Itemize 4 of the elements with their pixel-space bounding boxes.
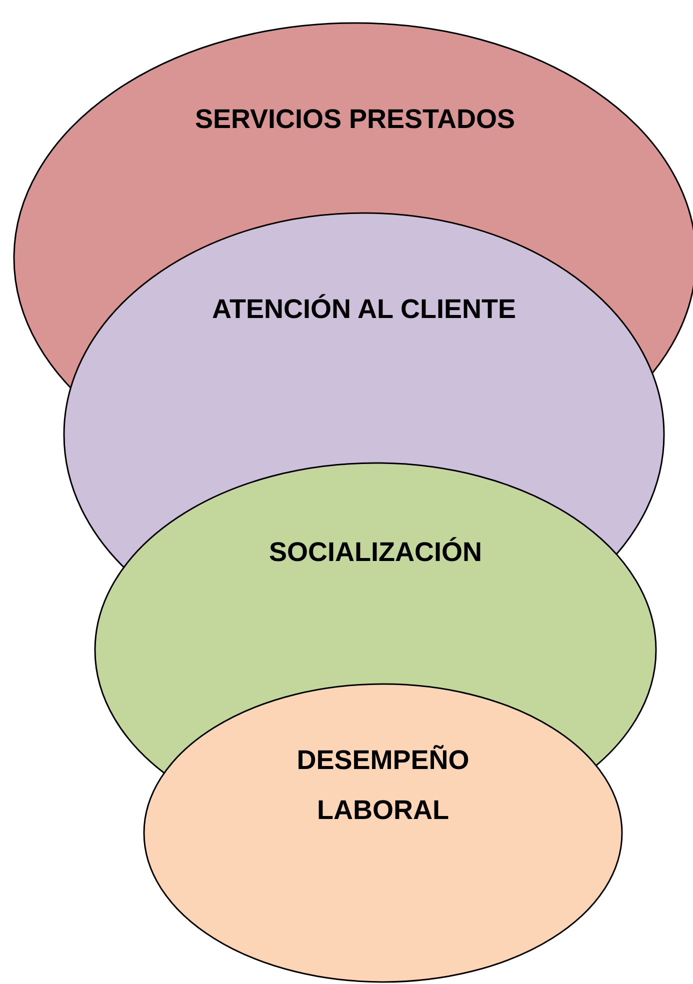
ellipse-label: DESEMPEÑO LABORAL [296,744,470,827]
ellipse-label: SERVICIOS PRESTADOS [194,103,516,136]
ellipse-label: ATENCIÓN AL CLIENTE [212,293,516,326]
ellipse-label: SOCIALIZACIÓN [269,536,482,569]
